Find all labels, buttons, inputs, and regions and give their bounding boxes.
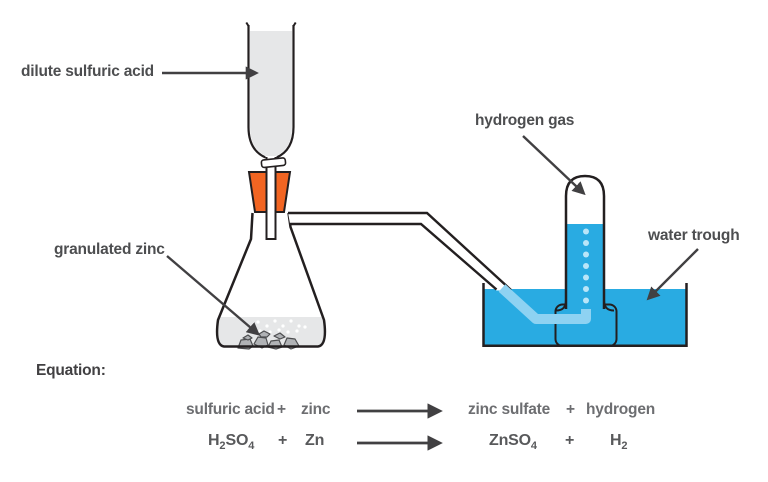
formula-zn: Zn [305,432,325,449]
formula-plus2: + [565,432,575,449]
test-tube [555,174,615,312]
label-water-trough: water trough [648,227,740,244]
label-dilute-sulfuric-acid: dilute sulfuric acid [21,63,154,80]
conical-flask [215,212,327,348]
formula-znso4: ZnSO4 [489,432,537,452]
equation-word-plus2: + [566,401,575,418]
dropping-funnel [245,21,297,159]
equation-heading: Equation: [36,362,106,379]
label-granulated-zinc: granulated zinc [54,241,165,258]
delivery-tube [288,211,512,291]
equation-word-plus1: + [277,401,286,418]
label-hydrogen-gas: hydrogen gas [475,112,575,129]
equation-word-reactant2: zinc [301,401,331,418]
funnel-tap [260,157,287,169]
funnel-acid-fill [250,31,292,159]
funnel-stem [265,156,277,240]
equation-word-product1: zinc sulfate [468,401,551,418]
equation-word-product2: hydrogen [586,401,656,418]
funnel-outline [247,25,295,159]
formula-h2: H2 [610,432,628,452]
funnel-rim-ticks [245,21,297,27]
equation-word-reactant1: sulfuric acid [186,401,275,418]
pointer-arrow-hydrogen-gas [522,135,586,196]
pointer-arrow-granulated-zinc [166,255,261,336]
gas-bubbles [583,228,589,304]
formula-plus1: + [278,432,288,449]
pointer-arrow-water-trough [646,248,699,301]
formula-h2so4: H2SO4 [208,432,255,452]
